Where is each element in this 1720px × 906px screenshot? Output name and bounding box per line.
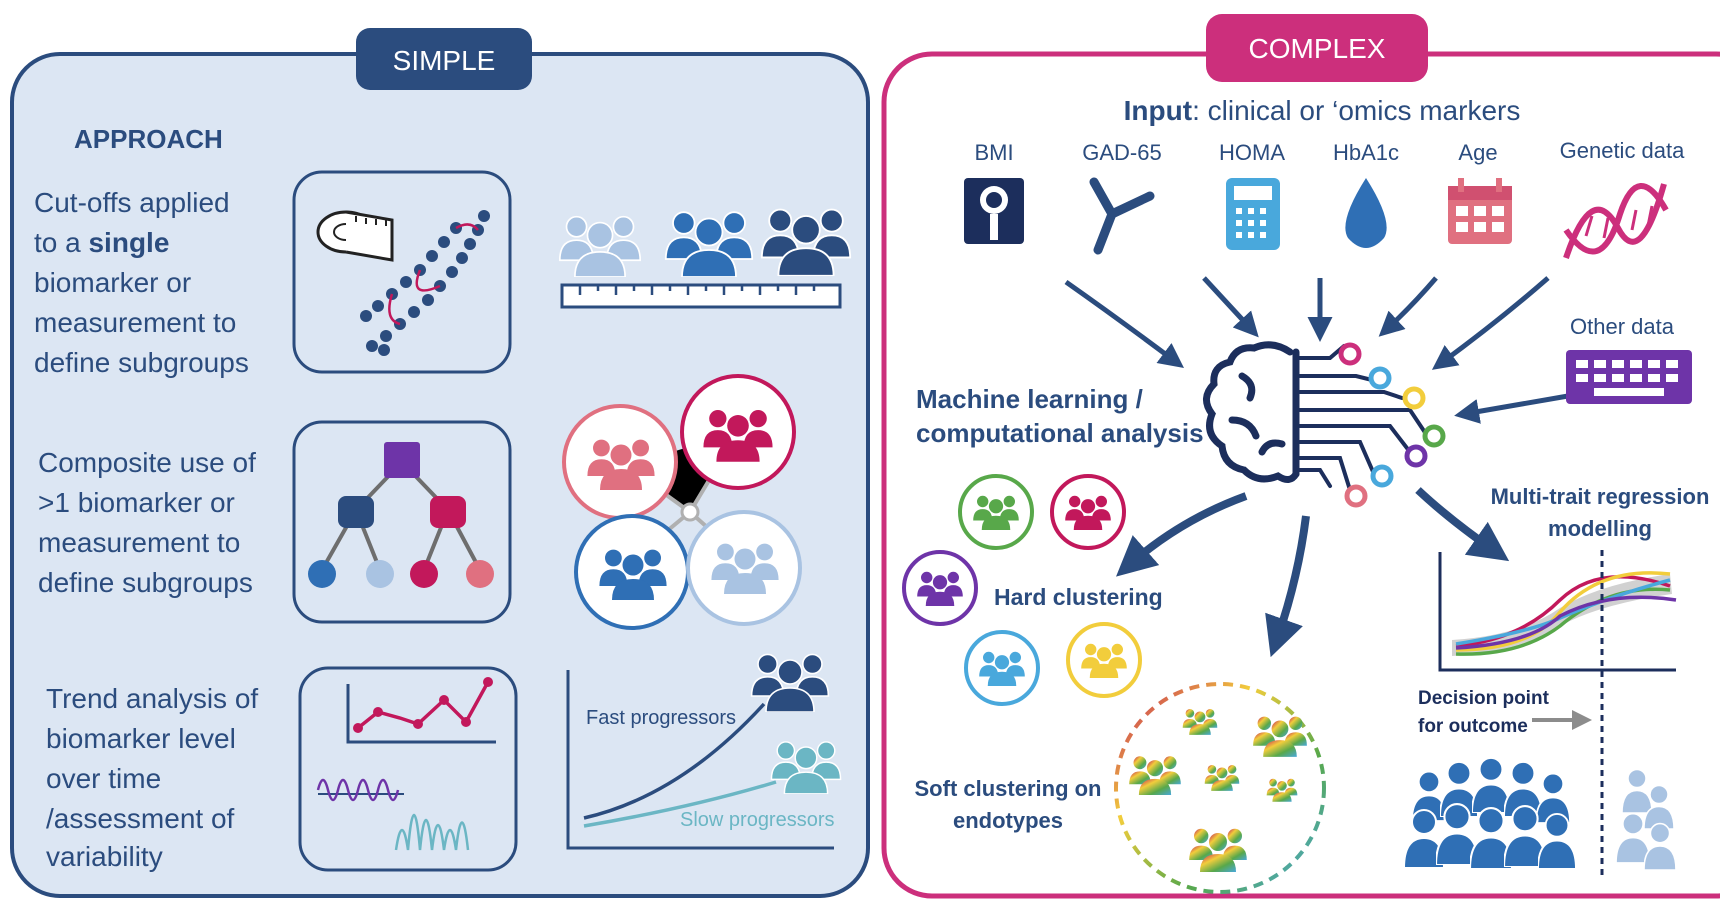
- hard-clustering-label: Hard clustering: [994, 584, 1163, 610]
- cutoffs-text: Cut-offs applied to a single biomarker o…: [34, 187, 249, 378]
- decision-line-2: for outcome: [1418, 716, 1528, 737]
- input-heading: Input: clinical or ‘omics markers: [1124, 95, 1521, 126]
- regression-line-2: modelling: [1548, 516, 1652, 541]
- simple-panel: SIMPLE APPROACH Cut-offs applied to a si…: [10, 28, 870, 898]
- calendar-icon: [1448, 178, 1512, 244]
- scale-icon: [964, 178, 1024, 244]
- crowd-icon: [1404, 756, 1576, 869]
- regression-chart-icon: [1438, 552, 1677, 672]
- soft-line-2: endotypes: [953, 808, 1063, 833]
- brain-circuit-icon: [1203, 341, 1428, 492]
- slow-progressors-label: Slow progressors: [680, 809, 835, 831]
- approach-heading: APPROACH: [74, 124, 223, 154]
- trend-icon-box: [298, 666, 518, 872]
- marker-label-age: Age: [1458, 140, 1497, 165]
- input-arrows: [1064, 276, 1569, 424]
- waveform-icon: [316, 778, 470, 851]
- marker-label-genetic: Genetic data: [1560, 138, 1686, 163]
- brain-node-rings: [1338, 342, 1446, 508]
- trend-line-2: biomarker level: [46, 723, 236, 754]
- antibody-icon: [1089, 177, 1155, 255]
- trend-line-5: variability: [46, 841, 163, 872]
- slow-progressors-line: [583, 780, 777, 828]
- dna-chain-icon: [360, 210, 490, 356]
- soft-line-1: Soft clustering on: [915, 776, 1102, 801]
- simple-title: SIMPLE: [393, 45, 496, 76]
- decision-point-label: Decision point for outcome: [1418, 688, 1550, 737]
- line-chart-icon: [346, 677, 496, 744]
- markers-row: BMI GAD-65 HOMA HbA1c Age Genetic data: [974, 138, 1685, 165]
- complex-title-badge: [1206, 14, 1428, 82]
- ml-line-1: Machine learning /: [916, 384, 1143, 414]
- keyboard-icon: [1566, 350, 1692, 404]
- ml-label: Machine learning / computational analysi…: [916, 384, 1204, 448]
- progressors-chart: Fast progressors Slow progressors: [566, 653, 842, 850]
- ml-line-2: computational analysis: [916, 418, 1204, 448]
- composite-line-3: measurement to: [38, 527, 240, 558]
- ruler-icon: [560, 283, 842, 309]
- composite-line-1: Composite use of: [38, 447, 256, 478]
- dna-helix-icon: [1563, 183, 1669, 259]
- trend-line-3: over time: [46, 763, 161, 794]
- soft-clustering-circle: [1114, 682, 1326, 894]
- trend-text: Trend analysis of biomarker level over t…: [46, 683, 258, 872]
- tape-measure-icon: [316, 210, 394, 262]
- blood-drop-icon: [1345, 178, 1387, 248]
- trend-line-1: Trend analysis of: [46, 683, 258, 714]
- output-arrows: [1116, 487, 1510, 658]
- cutoffs-line-4: measurement to: [34, 307, 236, 338]
- regression-label: Multi-trait regression modelling: [1491, 484, 1710, 541]
- cutoffs-line-1: Cut-offs applied: [34, 187, 230, 218]
- marker-label-hba1c: HbA1c: [1333, 140, 1399, 165]
- fast-progressors-line: [583, 702, 766, 820]
- cutoffs-icon-box: [292, 170, 512, 374]
- cutoffs-line-5: define subgroups: [34, 347, 249, 378]
- simple-title-badge: [356, 28, 532, 90]
- decision-line-1: Decision point: [1418, 688, 1550, 709]
- decision-tree-icon: [308, 442, 494, 588]
- marker-label-gad65: GAD-65: [1082, 140, 1161, 165]
- other-data-label: Other data: [1570, 314, 1675, 339]
- composite-groups-network: [562, 374, 802, 630]
- complex-panel: COMPLEX Input: clinical or ‘omics marker…: [881, 14, 1720, 899]
- composite-icon-box: [292, 420, 512, 624]
- composite-line-2: >1 biomarker or: [38, 487, 235, 518]
- regression-line-1: Multi-trait regression: [1491, 484, 1710, 509]
- cutoffs-line-2: to a single: [34, 227, 169, 258]
- soft-clustering-label: Soft clustering on endotypes: [915, 776, 1102, 833]
- complex-title: COMPLEX: [1249, 33, 1386, 64]
- composite-line-4: define subgroups: [38, 567, 253, 598]
- cutoffs-line-3: biomarker or: [34, 267, 191, 298]
- calculator-icon: [1226, 178, 1280, 250]
- marker-label-homa: HOMA: [1219, 140, 1285, 165]
- composite-text: Composite use of >1 biomarker or measure…: [38, 447, 256, 598]
- trend-line-4: /assessment of: [46, 803, 235, 834]
- marker-label-bmi: BMI: [974, 140, 1013, 165]
- fast-progressors-label: Fast progressors: [586, 707, 736, 729]
- hard-clustering-groups: [902, 474, 1142, 706]
